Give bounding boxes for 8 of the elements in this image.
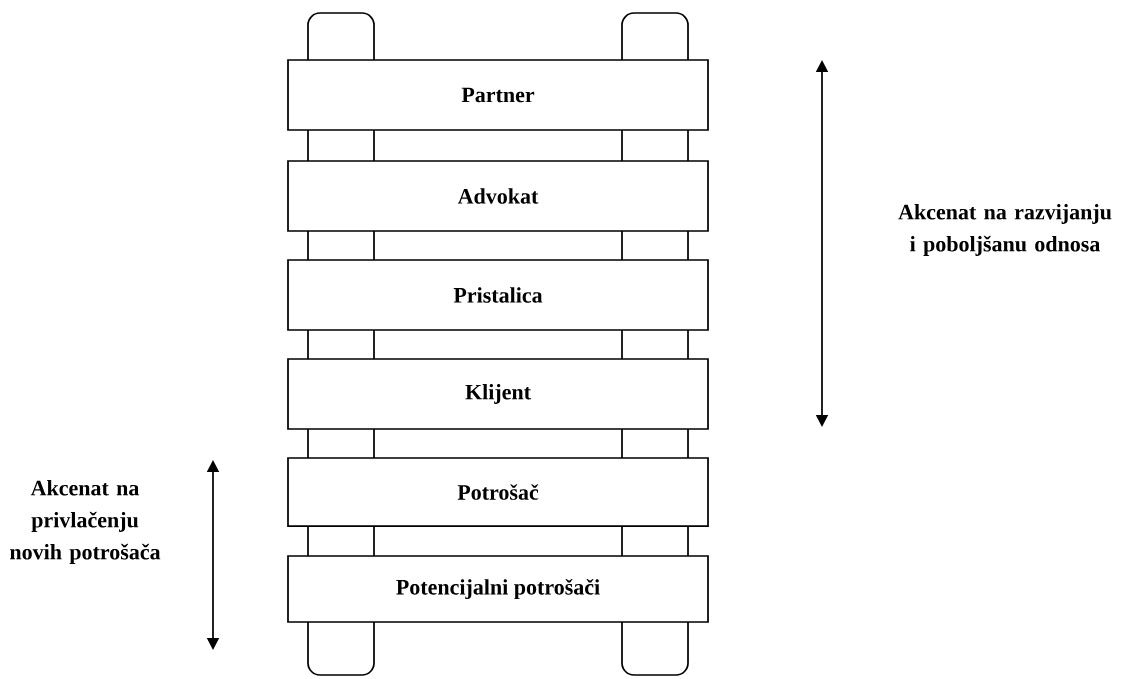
ladder-rung-box: Potrošač [287, 457, 709, 527]
ladder-rung-box: Potencijalni potrošači [287, 555, 709, 623]
ladder-rung-box: Klijent [287, 358, 709, 430]
ladder-rung-box: Partner [287, 59, 709, 131]
ladder-rung-box: Pristalica [287, 259, 709, 331]
side-note: Akcenat na privlačenju novih potrošača [10, 480, 161, 564]
ladder-rung-box: Advokat [287, 160, 709, 232]
side-note: Akcenat na razvijanju i poboljšanu odnosa [898, 204, 1112, 256]
